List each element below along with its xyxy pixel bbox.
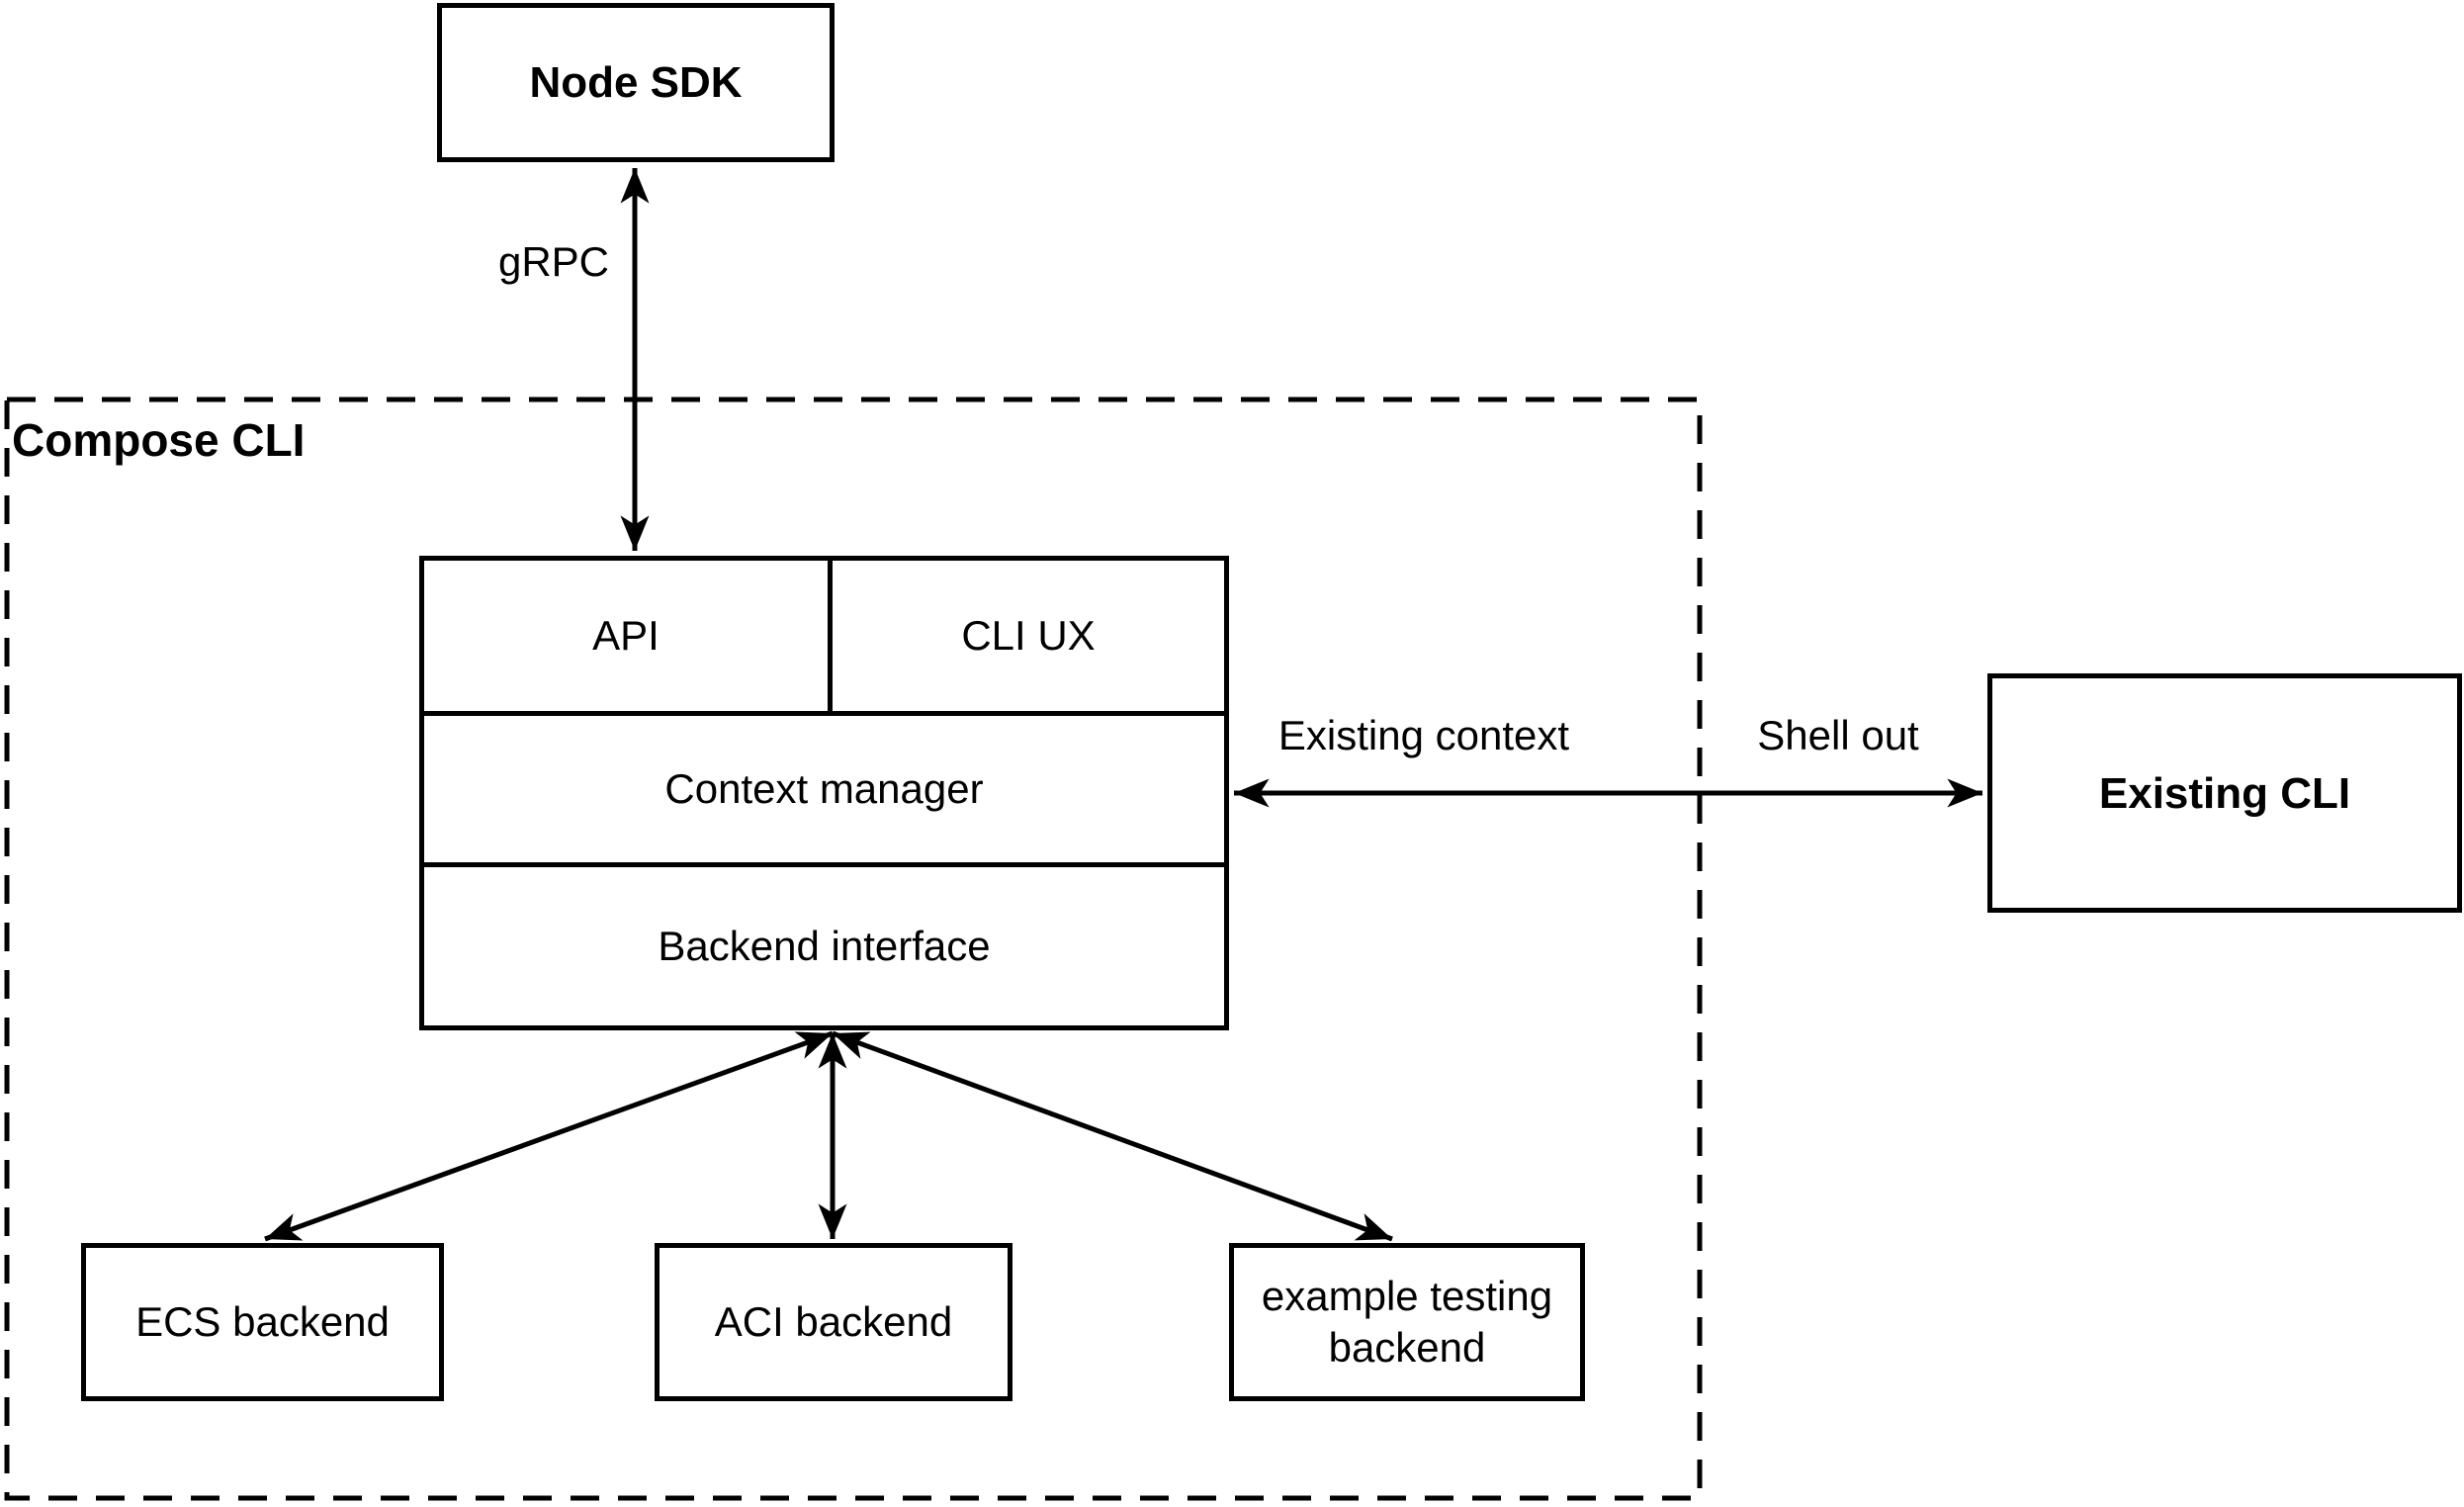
api-label: API <box>592 612 660 659</box>
ecs-backend-box: ECS backend <box>81 1243 444 1401</box>
compose-core-box: API CLI UX Context manager Backend inter… <box>419 556 1229 1030</box>
aci-backend-box: ACI backend <box>655 1243 1012 1401</box>
cli-ux-label: CLI UX <box>961 612 1096 659</box>
backend-interface-label: Backend interface <box>658 923 991 969</box>
backend-ecs-arrow <box>264 1030 834 1242</box>
node-sdk-box: Node SDK <box>437 3 835 162</box>
existing-context-edge-label: Existing context <box>1277 712 1570 758</box>
node-sdk-label: Node SDK <box>529 58 743 107</box>
api-cell: API <box>424 561 833 711</box>
context-manager-cell: Context manager <box>424 711 1224 862</box>
cli-ux-cell: CLI UX <box>833 561 1224 711</box>
shell-out-edge-label: Shell out <box>1757 712 1919 758</box>
backend-example-arrow <box>832 1030 1393 1242</box>
existing-cli-box: Existing CLI <box>1987 673 2462 913</box>
compose-cli-container-label: Compose CLI <box>12 414 306 466</box>
example-testing-backend-box: example testing backend <box>1229 1243 1585 1401</box>
backend-interface-cell: Backend interface <box>424 862 1224 1025</box>
existing-cli-label: Existing CLI <box>2098 768 2351 818</box>
ecs-backend-label: ECS backend <box>135 1297 390 1345</box>
grpc-edge-label: gRPC <box>497 238 610 285</box>
aci-backend-label: ACI backend <box>714 1297 953 1345</box>
context-manager-label: Context manager <box>664 765 984 812</box>
example-testing-backend-label: example testing backend <box>1261 1272 1553 1372</box>
core-top-row: API CLI UX <box>424 561 1224 711</box>
